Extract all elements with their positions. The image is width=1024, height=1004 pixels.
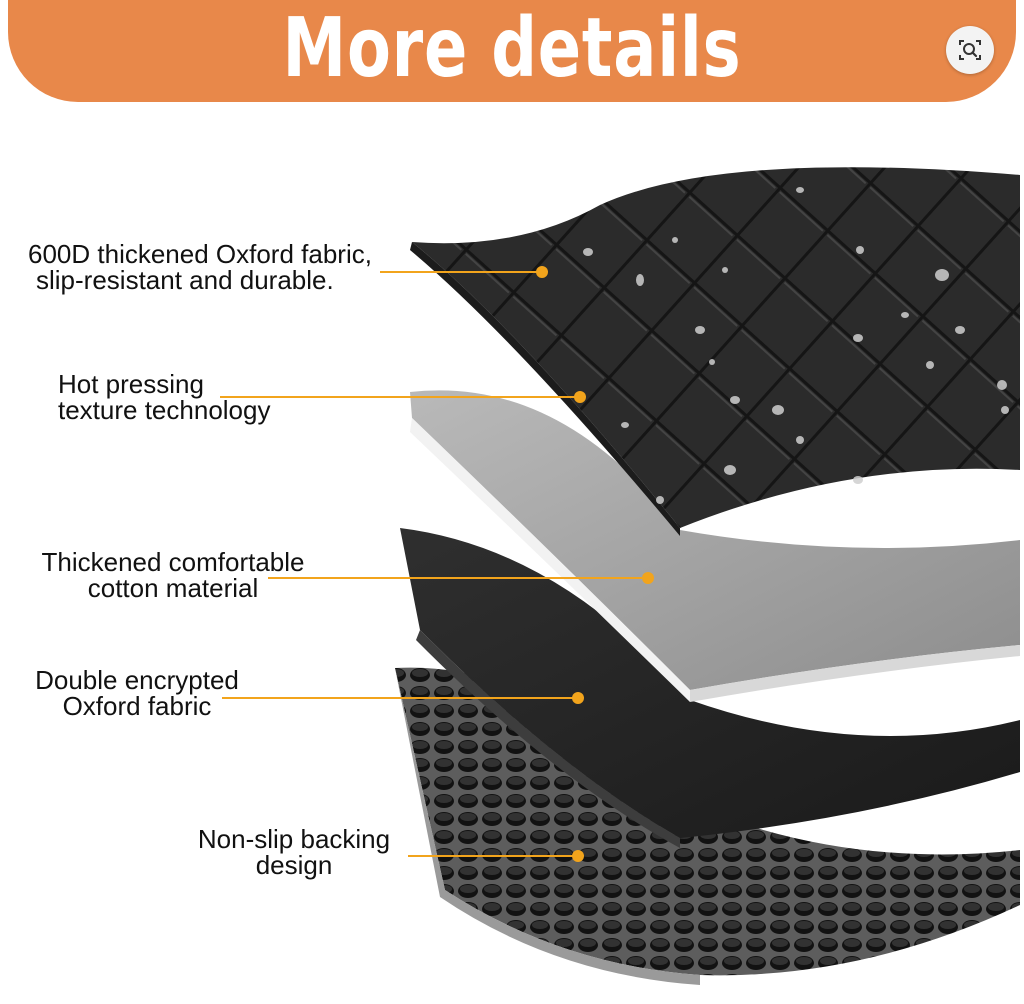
label-oxford-line1: Double encrypted <box>35 665 239 695</box>
label-hot-pressing: Hot pressing texture technology <box>58 371 270 423</box>
label-top-fabric-line1: 600D thickened Oxford fabric, <box>28 239 372 269</box>
label-top-fabric: 600D thickened Oxford fabric, slip-resis… <box>28 241 372 293</box>
zoom-search-icon <box>959 40 981 60</box>
label-cotton-line2: cotton material <box>87 573 259 603</box>
label-hot-pressing-line1: Hot pressing <box>58 369 204 399</box>
label-oxford: Double encrypted Oxford fabric <box>24 667 250 719</box>
label-cotton-line1: Thickened comfortable <box>41 547 305 577</box>
header-banner: More details <box>8 0 1016 102</box>
zoom-button[interactable] <box>946 26 994 74</box>
layer-cotton <box>410 390 1020 702</box>
layer-oxford <box>400 528 1020 848</box>
label-cotton: Thickened comfortable cotton material <box>28 549 318 601</box>
label-backing-line1: Non-slip backing <box>197 824 391 854</box>
label-backing-line2: design <box>255 850 333 880</box>
label-hot-pressing-line2: texture technology <box>58 395 271 425</box>
label-backing: Non-slip backing design <box>188 826 400 878</box>
leader-lines <box>220 266 654 862</box>
label-oxford-line2: Oxford fabric <box>62 691 212 721</box>
label-top-fabric-line2: slip-resistant and durable. <box>36 265 334 295</box>
page-title: More details <box>282 1 742 96</box>
